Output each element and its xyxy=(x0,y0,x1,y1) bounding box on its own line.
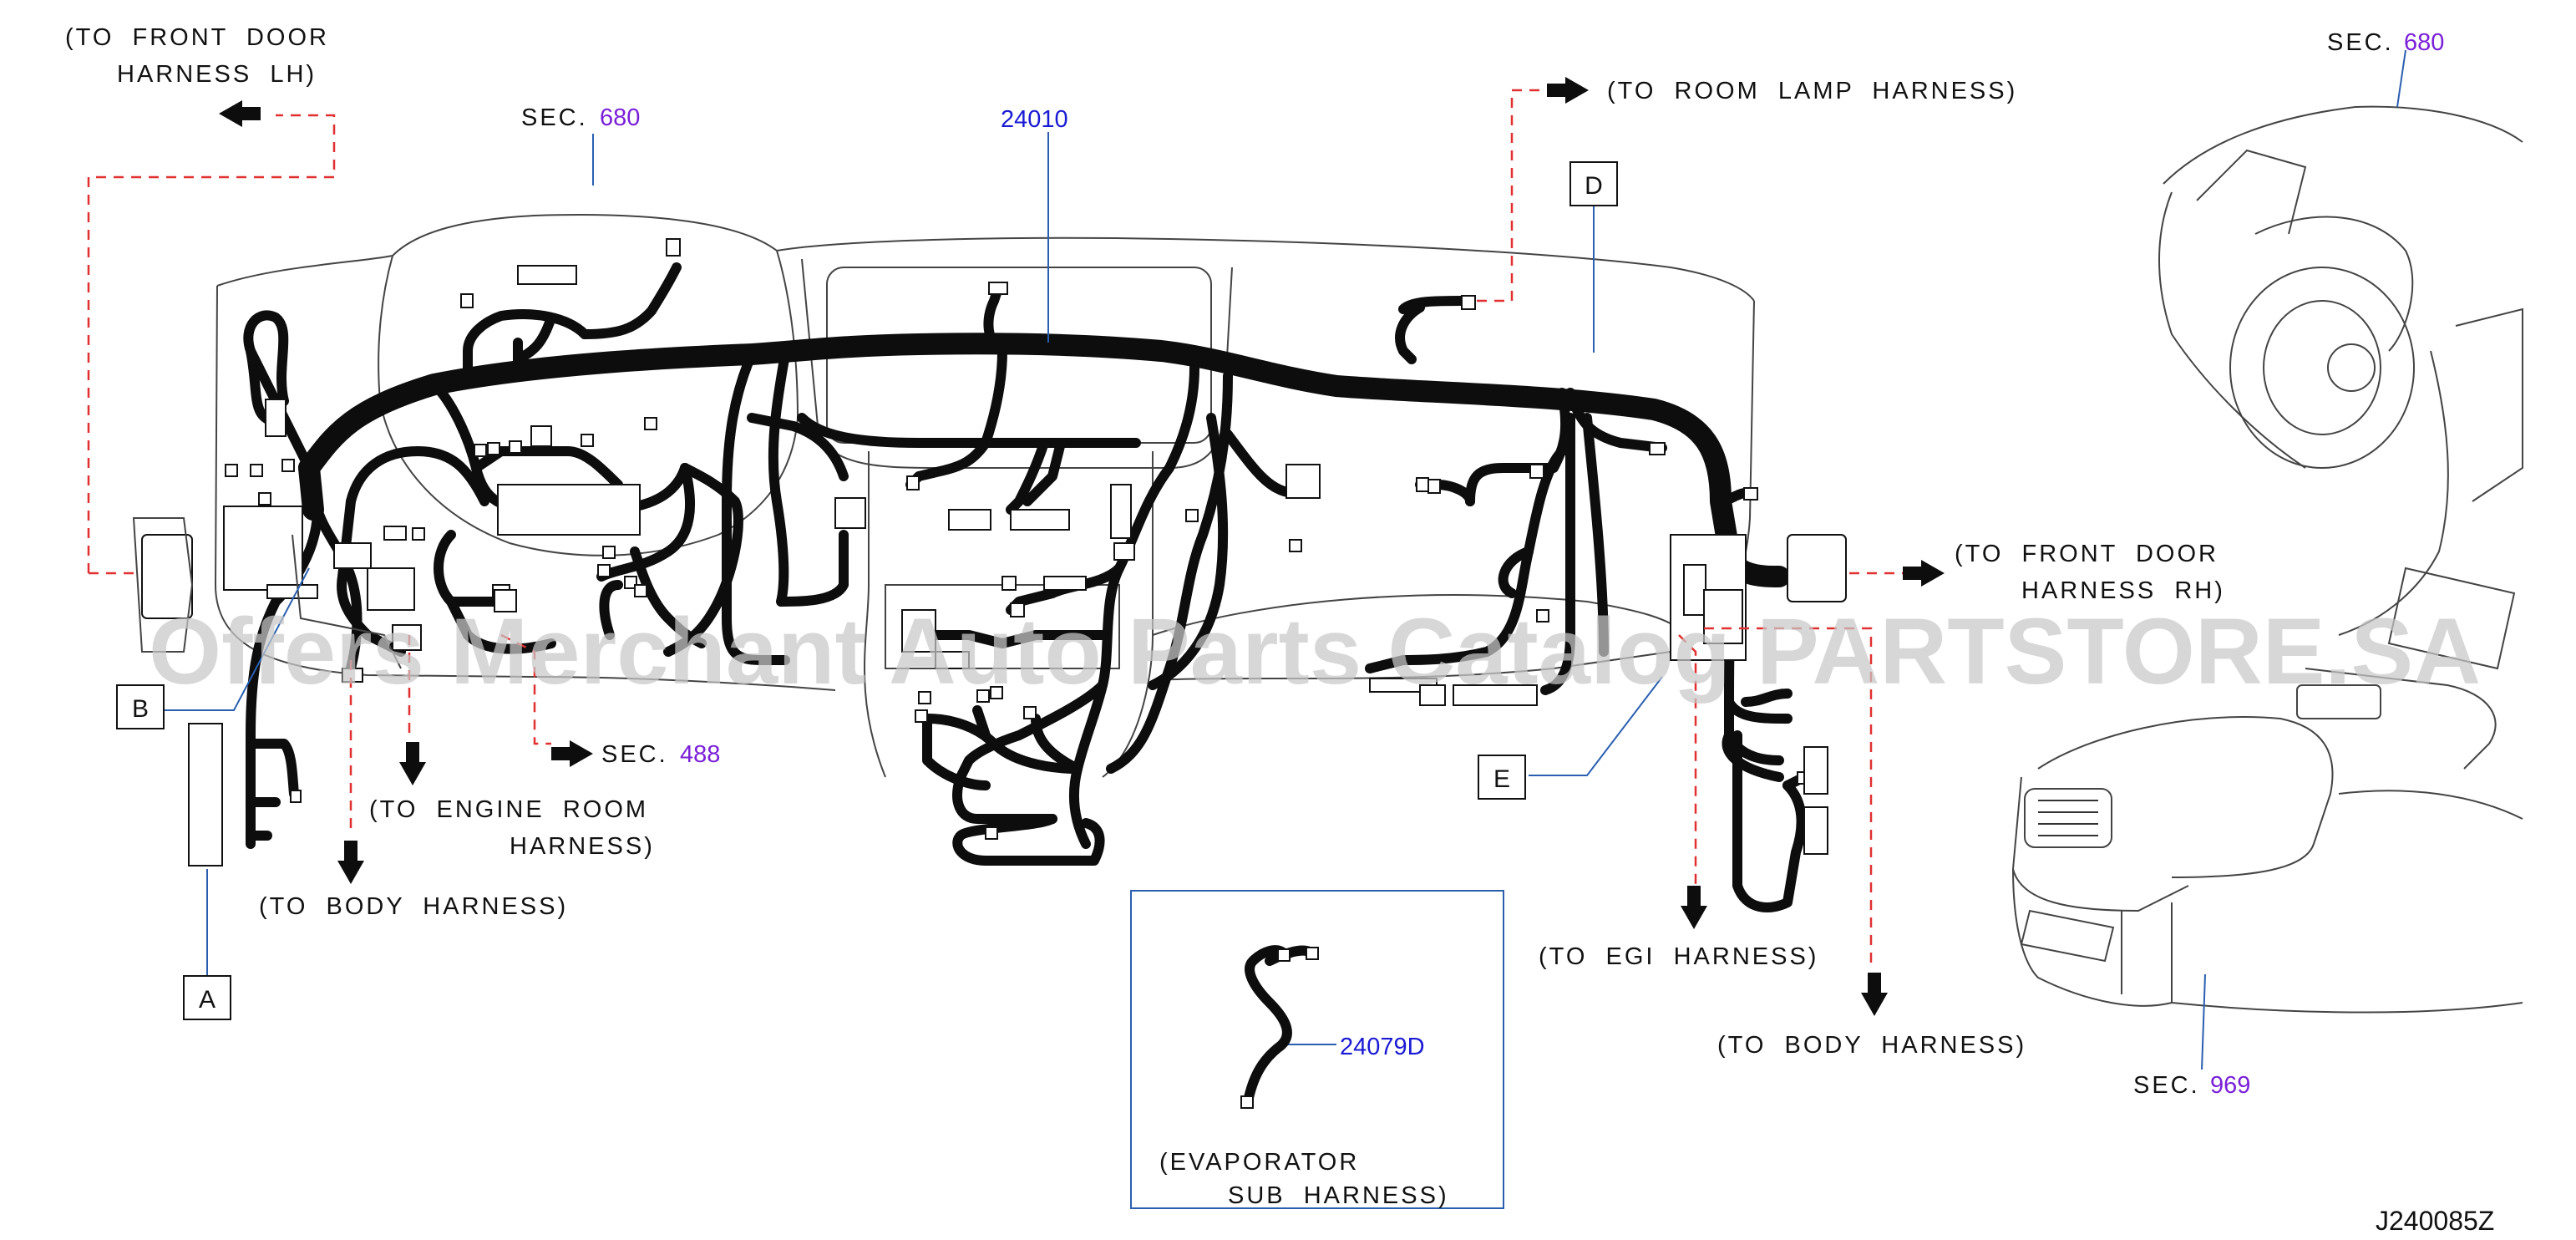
arrow-down-icon xyxy=(1861,973,1888,1016)
arrow-down-icon xyxy=(337,841,364,884)
part-number-24079d: 24079D xyxy=(1340,1034,1425,1060)
callout-a: A xyxy=(199,986,216,1014)
label-room-lamp: (TO ROOM LAMP HARNESS) xyxy=(1607,78,2017,104)
arrow-right-icon xyxy=(551,740,593,767)
label-engine-room-2: HARNESS) xyxy=(510,833,655,860)
callout-e: E xyxy=(1493,765,1510,793)
label-engine-room-1: (TO ENGINE ROOM xyxy=(369,796,648,823)
arrow-left-icon xyxy=(219,100,261,127)
harness-connectors xyxy=(141,238,1847,866)
sec-number-969: 969 xyxy=(2210,1072,2250,1099)
watermark-text: Offers Merchant Auto Parts Catalog PARTS… xyxy=(149,599,2481,704)
sec-number-680-left: 680 xyxy=(600,104,640,131)
callout-d: D xyxy=(1585,172,1603,200)
label-evaporator-1: (EVAPORATOR xyxy=(1159,1149,1359,1176)
direction-arrows xyxy=(219,77,1945,1016)
label-evaporator-2: SUB HARNESS) xyxy=(1228,1182,1449,1209)
center-console-illustration xyxy=(2011,105,2523,1014)
arrow-right-icon xyxy=(1547,77,1589,104)
sec-prefix-488: SEC. xyxy=(601,741,668,768)
arrow-right-icon xyxy=(1903,560,1945,587)
part-numbers: 24010 24079D xyxy=(1001,106,1425,1060)
leader-lines xyxy=(164,49,2406,1070)
label-front-door-lh-1: (TO FRONT DOOR xyxy=(65,24,329,51)
part-number-24010: 24010 xyxy=(1001,106,1068,133)
callout-b: B xyxy=(132,695,149,723)
evaporator-sub-harness-inset xyxy=(1130,890,1504,1209)
sec-prefix-680-left: SEC. xyxy=(521,104,588,131)
label-front-door-lh-2: HARNESS LH) xyxy=(117,61,317,88)
label-front-door-rh-2: HARNESS RH) xyxy=(2021,577,2225,604)
diagram-code: J240085Z xyxy=(2376,1206,2494,1236)
arrow-down-icon xyxy=(399,742,426,785)
label-egi-harness: (TO EGI HARNESS) xyxy=(1539,943,1818,970)
sec-number-488: 488 xyxy=(680,741,720,768)
arrow-down-icon xyxy=(1681,886,1707,929)
label-front-door-rh-1: (TO FRONT DOOR xyxy=(1955,541,2219,567)
dashed-routing-lines xyxy=(87,89,1913,969)
sec-prefix-969: SEC. xyxy=(2133,1072,2200,1099)
left-side-panel-outline xyxy=(132,517,402,669)
sec-number-680-right: 680 xyxy=(2404,29,2444,56)
callout-boxes: D B A E xyxy=(116,161,1618,1020)
sec-prefix-680-right: SEC. xyxy=(2327,29,2394,56)
label-body-harness-right: (TO BODY HARNESS) xyxy=(1717,1032,2026,1059)
label-body-harness-left: (TO BODY HARNESS) xyxy=(259,893,568,920)
section-references: SEC. 680 SEC. 680 SEC. 488 SEC. 969 xyxy=(521,29,2444,1099)
destination-labels: (TO FRONT DOOR HARNESS LH) (TO ROOM LAMP… xyxy=(65,24,2225,1209)
